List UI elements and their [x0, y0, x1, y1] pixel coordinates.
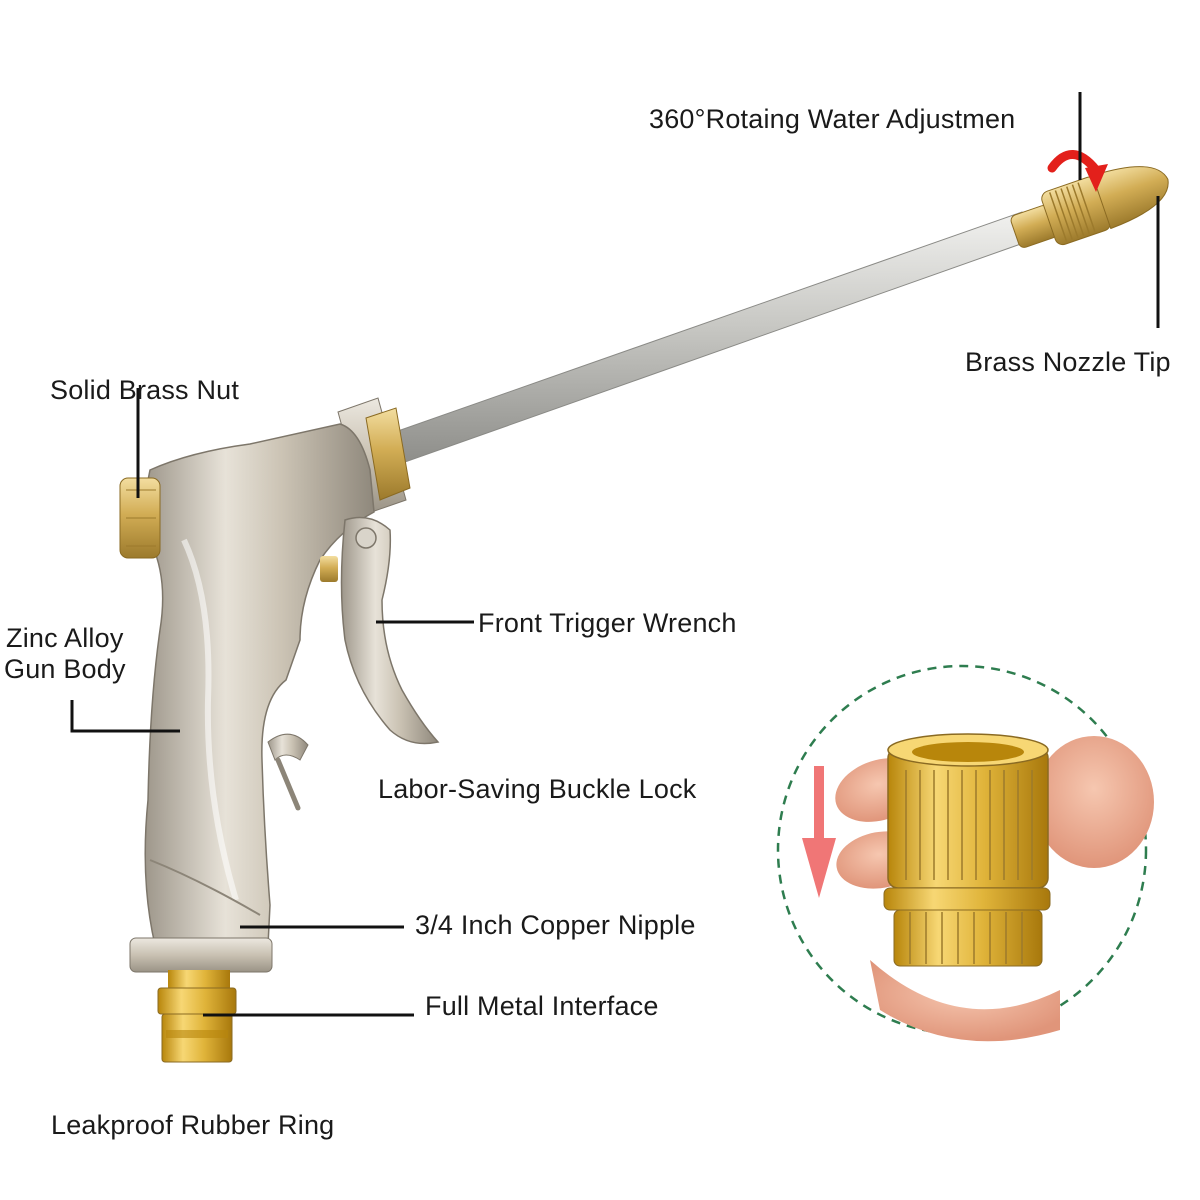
label-buckle-lock: Labor-Saving Buckle Lock — [378, 774, 697, 804]
label-copper-nipple: 3/4 Inch Copper Nipple — [415, 910, 696, 940]
copper-nipple — [157, 970, 237, 1063]
label-solid-brass-nut: Solid Brass Nut — [50, 375, 240, 405]
label-gun-body-line1: Zinc Alloy — [6, 623, 124, 653]
label-metal-interface: Full Metal Interface — [425, 991, 659, 1021]
leader-lines — [70, 92, 1160, 1017]
label-brass-nozzle-tip: Brass Nozzle Tip — [965, 347, 1171, 377]
rotation-arrow-icon — [1047, 150, 1108, 192]
brass-nozzle — [1010, 166, 1169, 248]
buckle-lock — [267, 733, 309, 811]
connector-inset — [776, 664, 1154, 1042]
gun-body — [129, 397, 411, 973]
label-front-trigger: Front Trigger Wrench — [478, 608, 737, 638]
down-arrow-icon — [802, 766, 836, 898]
rear-brass-nut — [119, 477, 161, 559]
spray-rod — [394, 211, 1033, 463]
label-gun-body-line2: Gun Body — [4, 654, 126, 684]
label-rotating-adjustment: 360°Rotaing Water Adjustmen — [649, 104, 1016, 134]
front-trigger — [320, 516, 440, 745]
label-rubber-ring: Leakproof Rubber Ring — [51, 1110, 335, 1140]
